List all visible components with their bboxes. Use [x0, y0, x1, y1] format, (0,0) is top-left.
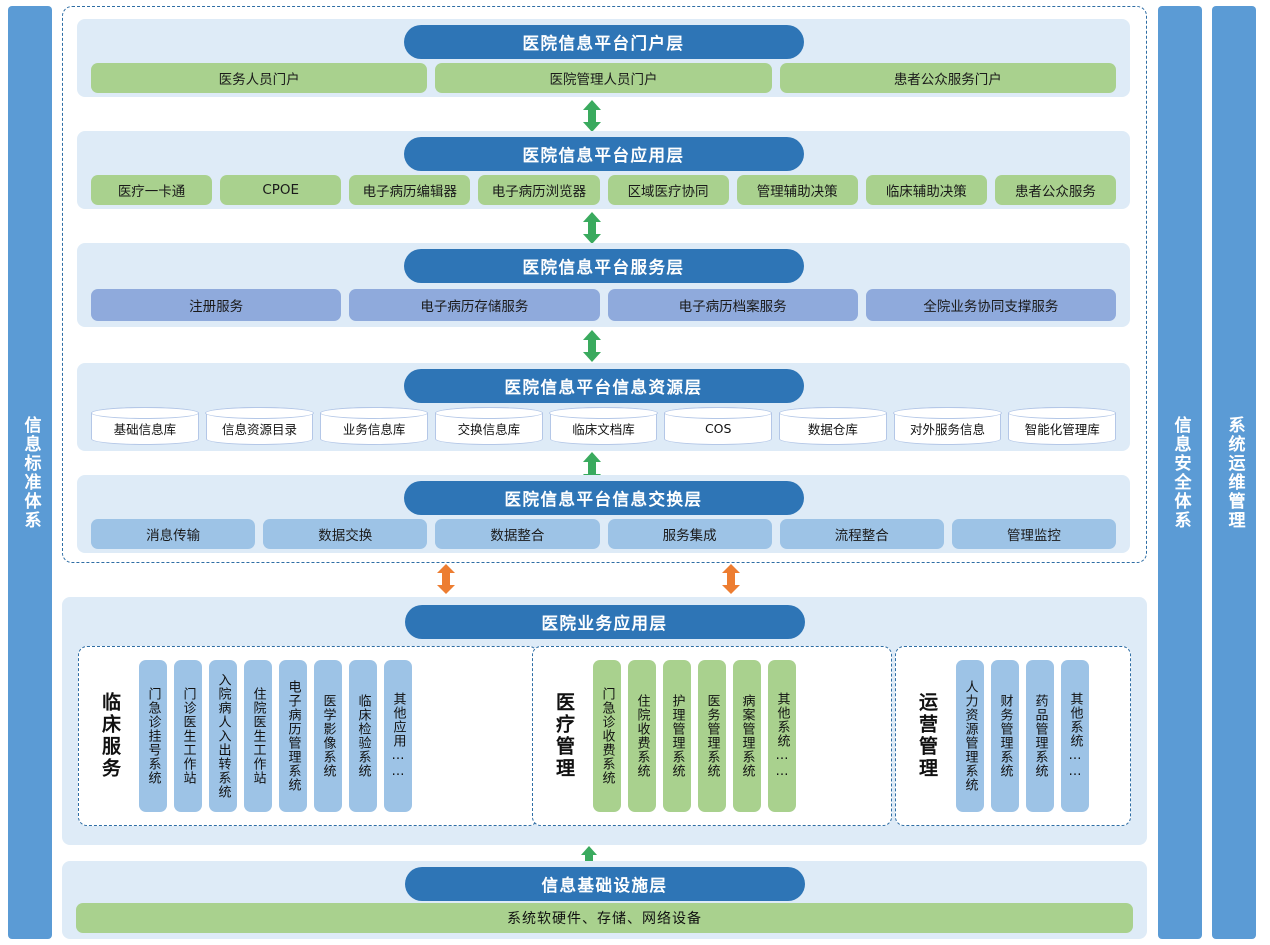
layer-resource: 医院信息平台信息资源层 基础信息库 信息资源目录 业务信息库 交换信息库 临床文… — [77, 363, 1130, 451]
clinical-system-0[interactable]: 门急诊挂号系统 — [139, 660, 167, 812]
exchange-item-5[interactable]: 管理监控 — [951, 519, 1117, 549]
exchange-item-1[interactable]: 数据交换 — [263, 519, 428, 549]
business-group-clinical-service: 临床服务 门急诊挂号系统 门诊医生工作站 入院病人入出转系统 住院医生工作站 电… — [78, 646, 538, 826]
resource-db-0-label: 基础信息库 — [113, 422, 177, 437]
exchange-item-0[interactable]: 消息传输 — [91, 519, 256, 549]
application-item-6[interactable]: 临床辅助决策 — [865, 175, 987, 205]
resource-db-7-label: 对外服务信息 — [910, 422, 986, 437]
layer-resource-items: 基础信息库 信息资源目录 业务信息库 交换信息库 临床文档库 COS 数据仓库 … — [90, 406, 1117, 445]
clinical-system-6[interactable]: 临床检验系统 — [349, 660, 377, 812]
portal-item-1[interactable]: 医院管理人员门户 — [435, 63, 772, 93]
infrastructure-bar[interactable]: 系统软硬件、存储、网络设备 — [76, 903, 1133, 933]
layer-resource-title: 医院信息平台信息资源层 — [403, 369, 804, 403]
business-group-operations-management: 运营管理 人力资源管理系统 财务管理系统 药品管理系统 其他系统…… — [895, 646, 1131, 826]
clinical-system-5[interactable]: 医学影像系统 — [314, 660, 342, 812]
arrow-platform-to-business-left-icon — [432, 563, 460, 595]
clinical-system-4[interactable]: 电子病历管理系统 — [279, 660, 307, 812]
resource-db-3[interactable]: 交换信息库 — [434, 406, 543, 445]
layer-portal-title: 医院信息平台门户层 — [403, 25, 804, 59]
resource-db-4-label: 临床文档库 — [572, 422, 635, 437]
application-item-2[interactable]: 电子病历编辑器 — [349, 175, 471, 205]
layer-application: 医院信息平台应用层 医疗一卡通 CPOE 电子病历编辑器 电子病历浏览器 区域医… — [77, 131, 1130, 209]
resource-db-1-label: 信息资源目录 — [222, 422, 298, 437]
arrow-service-to-resource-icon — [579, 329, 605, 363]
layer-infrastructure: 信息基础设施层 系统软硬件、存储、网络设备 — [62, 861, 1147, 939]
resource-db-5[interactable]: COS — [664, 406, 773, 445]
resource-db-8[interactable]: 智能化管理库 — [1008, 406, 1117, 445]
operations-system-0[interactable]: 人力资源管理系统 — [956, 660, 984, 812]
layer-service-items: 注册服务 电子病历存储服务 电子病历档案服务 全院业务协同支撑服务 — [91, 289, 1116, 321]
layer-application-title: 医院信息平台应用层 — [403, 137, 804, 171]
resource-db-7[interactable]: 对外服务信息 — [893, 406, 1002, 445]
service-item-3[interactable]: 全院业务协同支撑服务 — [865, 289, 1116, 321]
portal-item-0[interactable]: 医务人员门户 — [91, 63, 428, 93]
exchange-item-3[interactable]: 服务集成 — [607, 519, 772, 549]
sideband-system-operation-maintenance: 系统运维管理 — [1212, 6, 1256, 939]
operations-system-1[interactable]: 财务管理系统 — [991, 660, 1019, 812]
layer-portal: 医院信息平台门户层 医务人员门户 医院管理人员门户 患者公众服务门户 — [77, 19, 1130, 97]
platform-container: 医院信息平台门户层 医务人员门户 医院管理人员门户 患者公众服务门户 医院信息平… — [62, 6, 1147, 563]
layer-business-title: 医院业务应用层 — [404, 605, 805, 639]
resource-db-3-label: 交换信息库 — [457, 422, 521, 437]
arrow-application-to-service-icon — [579, 211, 605, 245]
operations-system-3[interactable]: 其他系统…… — [1061, 660, 1089, 812]
layer-infrastructure-title: 信息基础设施层 — [404, 867, 805, 901]
sideband-information-standard-system: 信息标准体系 — [8, 6, 52, 939]
business-group-operations-management-label: 运营管理 — [916, 692, 938, 780]
layer-exchange-title: 医院信息平台信息交换层 — [403, 481, 804, 515]
resource-db-6[interactable]: 数据仓库 — [778, 406, 887, 445]
application-item-1[interactable]: CPOE — [220, 175, 342, 205]
clinical-system-3[interactable]: 住院医生工作站 — [244, 660, 272, 812]
application-item-5[interactable]: 管理辅助决策 — [736, 175, 858, 205]
application-item-4[interactable]: 区域医疗协同 — [607, 175, 729, 205]
resource-db-8-label: 智能化管理库 — [1024, 422, 1100, 437]
service-item-2[interactable]: 电子病历档案服务 — [607, 289, 858, 321]
arrow-platform-to-business-right-icon — [717, 563, 745, 595]
sideband-information-security-system: 信息安全体系 — [1158, 6, 1202, 939]
clinical-system-1[interactable]: 门诊医生工作站 — [174, 660, 202, 812]
resource-db-2-label: 业务信息库 — [342, 422, 406, 437]
resource-db-1[interactable]: 信息资源目录 — [205, 406, 314, 445]
medical-system-0[interactable]: 门急诊收费系统 — [593, 660, 621, 812]
resource-db-4[interactable]: 临床文档库 — [549, 406, 658, 445]
layer-service-title: 医院信息平台服务层 — [403, 249, 804, 283]
business-group-medical-management: 医疗管理 门急诊收费系统 住院收费系统 护理管理系统 医务管理系统 病案管理系统… — [532, 646, 892, 826]
medical-system-3[interactable]: 医务管理系统 — [698, 660, 726, 812]
arrow-portal-to-application-icon — [579, 99, 605, 133]
business-group-clinical-service-label: 临床服务 — [99, 692, 121, 780]
service-item-1[interactable]: 电子病历存储服务 — [349, 289, 600, 321]
resource-db-0[interactable]: 基础信息库 — [90, 406, 199, 445]
resource-db-6-label: 数据仓库 — [807, 422, 858, 437]
clinical-system-2[interactable]: 入院病人入出转系统 — [209, 660, 237, 812]
application-item-3[interactable]: 电子病历浏览器 — [478, 175, 600, 205]
layer-application-items: 医疗一卡通 CPOE 电子病历编辑器 电子病历浏览器 区域医疗协同 管理辅助决策… — [91, 175, 1116, 205]
application-item-7[interactable]: 患者公众服务 — [994, 175, 1116, 205]
medical-system-4[interactable]: 病案管理系统 — [733, 660, 761, 812]
portal-item-2[interactable]: 患者公众服务门户 — [779, 63, 1116, 93]
service-item-0[interactable]: 注册服务 — [91, 289, 342, 321]
operations-system-2[interactable]: 药品管理系统 — [1026, 660, 1054, 812]
medical-system-2[interactable]: 护理管理系统 — [663, 660, 691, 812]
clinical-system-7[interactable]: 其他应用…… — [384, 660, 412, 812]
resource-db-5-label: COS — [704, 421, 732, 436]
resource-db-2[interactable]: 业务信息库 — [320, 406, 429, 445]
layer-portal-items: 医务人员门户 医院管理人员门户 患者公众服务门户 — [91, 63, 1116, 93]
business-group-medical-management-label: 医疗管理 — [553, 692, 575, 780]
exchange-item-4[interactable]: 流程整合 — [779, 519, 944, 549]
layer-exchange: 医院信息平台信息交换层 消息传输 数据交换 数据整合 服务集成 流程整合 管理监… — [77, 475, 1130, 553]
layer-business: 医院业务应用层 临床服务 门急诊挂号系统 门诊医生工作站 入院病人入出转系统 住… — [62, 597, 1147, 845]
exchange-item-2[interactable]: 数据整合 — [435, 519, 600, 549]
layer-exchange-items: 消息传输 数据交换 数据整合 服务集成 流程整合 管理监控 — [91, 519, 1117, 549]
medical-system-5[interactable]: 其他系统…… — [768, 660, 796, 812]
layer-service: 医院信息平台服务层 注册服务 电子病历存储服务 电子病历档案服务 全院业务协同支… — [77, 243, 1130, 327]
application-item-0[interactable]: 医疗一卡通 — [91, 175, 213, 205]
medical-system-1[interactable]: 住院收费系统 — [628, 660, 656, 812]
